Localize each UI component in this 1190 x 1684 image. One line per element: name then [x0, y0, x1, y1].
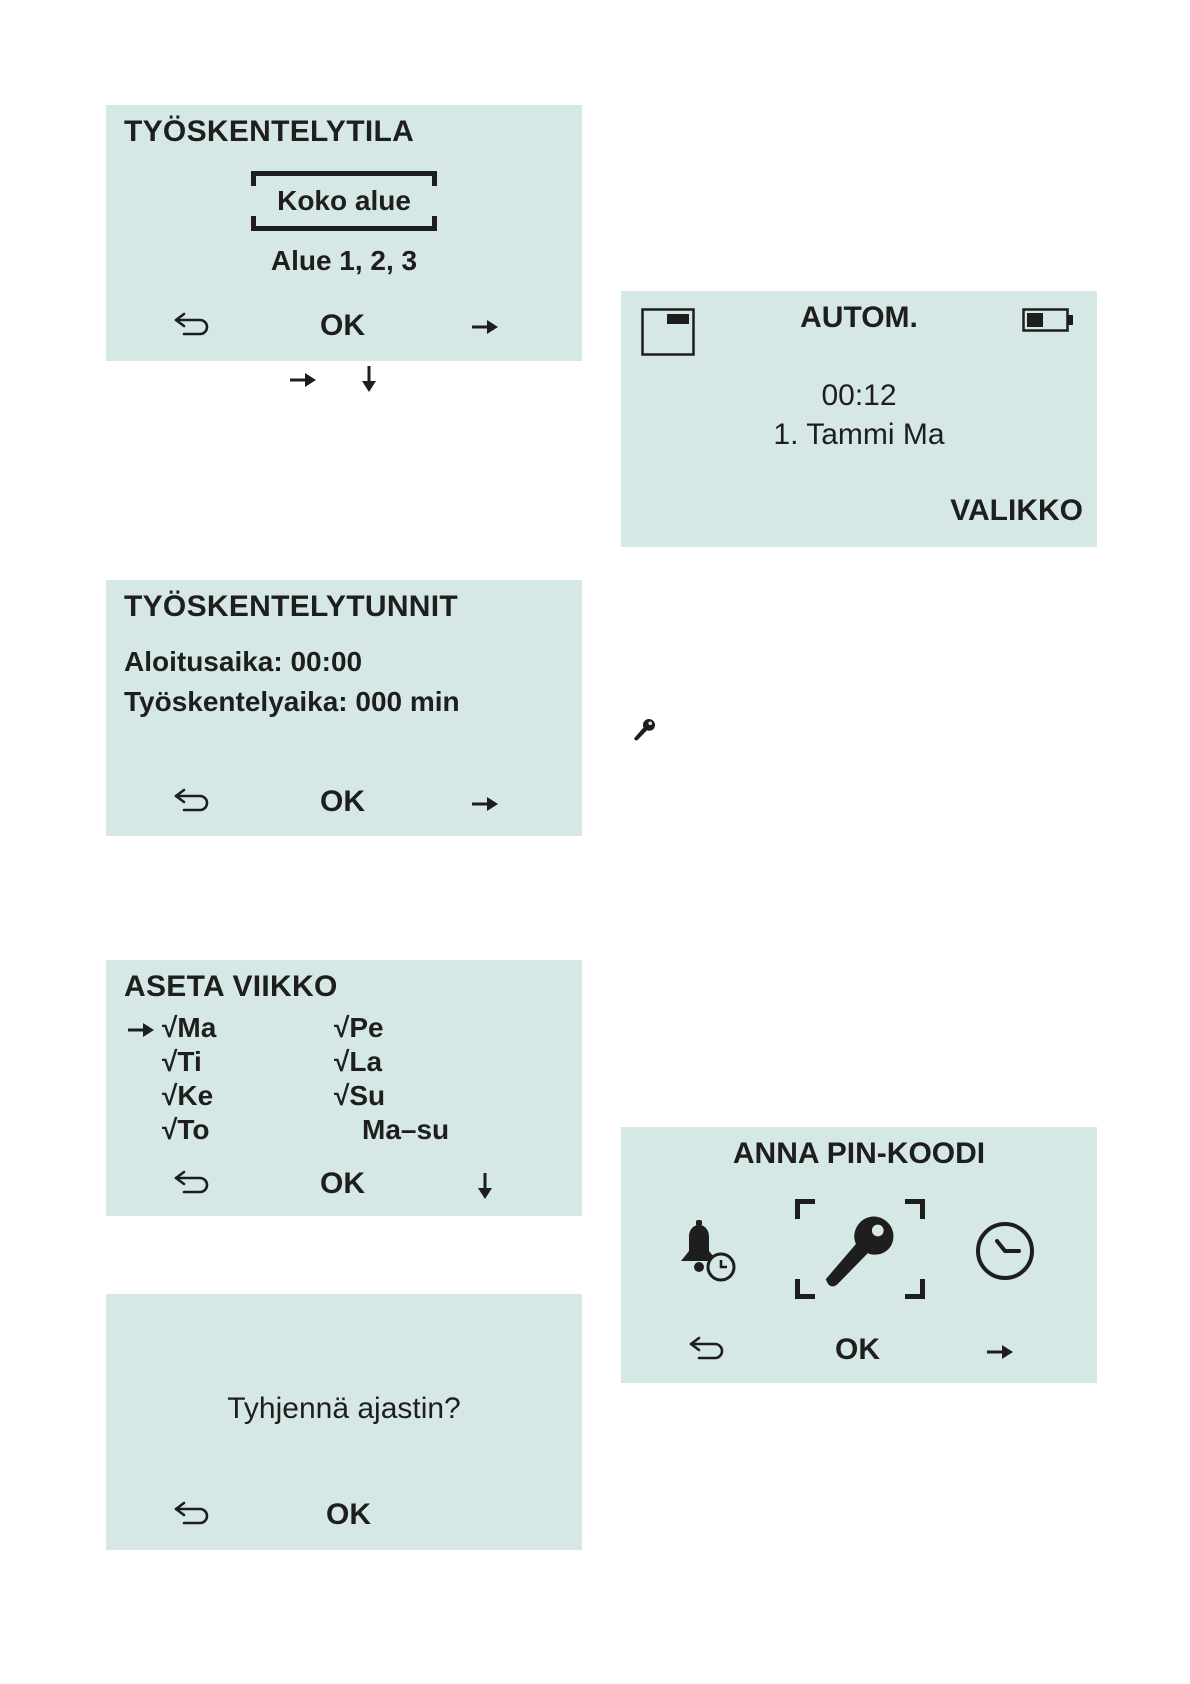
panel-title: ASETA VIIKKO [124, 970, 338, 1004]
day-item-su[interactable]: √Su [334, 1080, 385, 1112]
right-arrow-icon[interactable] [470, 317, 500, 337]
start-time-field[interactable]: Aloitusaika: 00:00 [124, 646, 362, 678]
panel-title: TYÖSKENTELYTILA [124, 115, 414, 149]
check-mark: √ [334, 1012, 349, 1043]
home-panel: AUTOM. 00:12 1. Tammi Ma VALIKKO [621, 291, 1097, 547]
check-mark: √ [162, 1114, 177, 1145]
ok-button[interactable]: OK [320, 1167, 365, 1201]
return-arrow-icon[interactable] [172, 1167, 212, 1197]
day-label: Ke [177, 1080, 213, 1111]
bell-clock-icon[interactable] [673, 1219, 739, 1285]
day-item-all[interactable]: Ma–su [362, 1114, 449, 1146]
right-arrow-icon[interactable] [470, 794, 500, 814]
day-item-ti[interactable]: √Ti [162, 1046, 202, 1078]
option-areas[interactable]: Alue 1, 2, 3 [226, 245, 462, 277]
clock-icon[interactable] [973, 1219, 1037, 1283]
confirm-question: Tyhjennä ajastin? [126, 1392, 562, 1426]
return-arrow-icon[interactable] [687, 1333, 727, 1363]
panel-title: ANNA PIN-KOODI [661, 1137, 1057, 1171]
check-mark: √ [334, 1080, 349, 1111]
day-item-pe[interactable]: √Pe [334, 1012, 384, 1044]
mower-status-icon [641, 308, 695, 356]
day-label: Pe [349, 1012, 383, 1043]
ok-button[interactable]: OK [326, 1498, 371, 1532]
date-display: 1. Tammi Ma [721, 418, 997, 452]
check-mark: √ [162, 1012, 177, 1043]
day-item-ke[interactable]: √Ke [162, 1080, 213, 1112]
check-mark: √ [162, 1046, 177, 1077]
down-arrow-icon[interactable] [475, 1171, 495, 1201]
pin-code-panel: ANNA PIN-KOODI OK [621, 1127, 1097, 1383]
clear-timer-panel: Tyhjennä ajastin? OK [106, 1294, 582, 1550]
day-label: Ti [177, 1046, 201, 1077]
panel-title: TYÖSKENTELYTUNNIT [124, 590, 458, 624]
day-item-to[interactable]: √To [162, 1114, 210, 1146]
option-whole-area[interactable]: Koko alue [251, 185, 437, 217]
key-icon[interactable] [819, 1207, 903, 1291]
battery-icon [1022, 308, 1074, 332]
right-arrow-icon [126, 1020, 156, 1040]
day-label: Ma [177, 1012, 216, 1043]
mode-label: AUTOM. [761, 301, 957, 335]
work-mode-panel: TYÖSKENTELYTILA Koko alue Alue 1, 2, 3 O… [106, 105, 582, 361]
down-arrow-icon [359, 364, 379, 394]
day-label: La [349, 1046, 382, 1077]
check-mark: √ [162, 1080, 177, 1111]
day-label: Su [349, 1080, 385, 1111]
ok-button[interactable]: OK [320, 309, 365, 343]
work-hours-panel: TYÖSKENTELYTUNNIT Aloitusaika: 00:00 Työ… [106, 580, 582, 836]
day-label: To [177, 1114, 209, 1145]
set-week-panel: ASETA VIIKKO √Ma √Ti √Ke √To √Pe √La √Su… [106, 960, 582, 1216]
key-icon [632, 716, 658, 742]
clock-time: 00:12 [721, 379, 997, 413]
return-arrow-icon[interactable] [172, 309, 212, 339]
ok-button[interactable]: OK [835, 1333, 880, 1367]
ok-button[interactable]: OK [320, 785, 365, 819]
work-time-field[interactable]: Työskentelyaika: 000 min [124, 686, 460, 718]
right-arrow-icon [288, 370, 318, 390]
day-item-la[interactable]: √La [334, 1046, 382, 1078]
check-mark: √ [334, 1046, 349, 1077]
return-arrow-icon[interactable] [172, 1498, 212, 1528]
day-item-ma[interactable]: √Ma [162, 1012, 216, 1044]
right-arrow-icon[interactable] [985, 1342, 1015, 1362]
menu-button[interactable]: VALIKKO [950, 494, 1083, 528]
return-arrow-icon[interactable] [172, 785, 212, 815]
